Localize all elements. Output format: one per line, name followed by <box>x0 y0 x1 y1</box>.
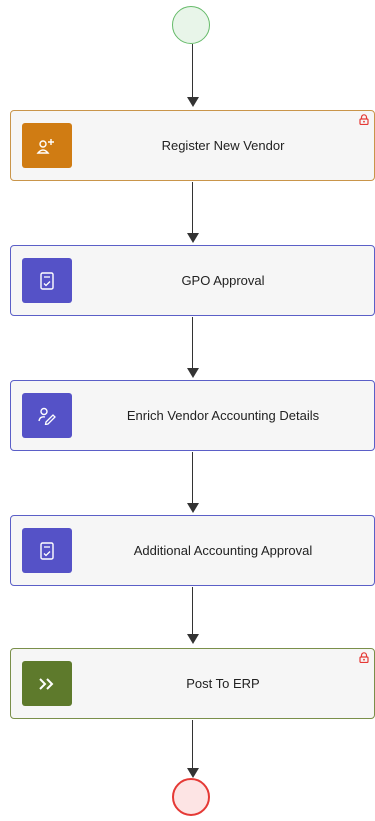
task-label: GPO Approval <box>181 273 265 288</box>
sequence-flow <box>192 452 193 503</box>
task-post-to-erp[interactable]: Post To ERP <box>10 648 375 719</box>
start-event[interactable] <box>172 6 210 44</box>
lock-icon <box>359 652 369 663</box>
task-label: Post To ERP <box>186 676 260 691</box>
task-register-new-vendor[interactable]: Register New Vendor <box>10 110 375 181</box>
sequence-flow <box>192 587 193 634</box>
arrowhead <box>187 768 199 778</box>
task-label: Additional Accounting Approval <box>133 543 313 558</box>
end-event[interactable] <box>172 778 210 816</box>
task-label: Enrich Vendor Accounting Details <box>126 408 320 423</box>
task-gpo-approval[interactable]: GPO Approval <box>10 245 375 316</box>
task-enrich-vendor-accounting-details[interactable]: Enrich Vendor Accounting Details <box>10 380 375 451</box>
task-label: Register New Vendor <box>161 138 285 153</box>
arrowhead <box>187 634 199 644</box>
user-edit-icon <box>38 407 56 425</box>
task-icon-tile <box>22 661 72 706</box>
sequence-flow <box>192 182 193 233</box>
task-icon-tile <box>22 393 72 438</box>
arrowhead <box>187 368 199 378</box>
arrowhead <box>187 97 199 107</box>
sequence-flow <box>192 317 193 368</box>
document-check-icon <box>40 271 54 290</box>
task-additional-accounting-approval[interactable]: Additional Accounting Approval <box>10 515 375 586</box>
add-user-icon <box>36 138 54 154</box>
task-icon-tile <box>22 258 72 303</box>
arrowhead <box>187 233 199 243</box>
sequence-flow <box>192 720 193 768</box>
document-check-icon <box>40 541 54 560</box>
arrowhead <box>187 503 199 513</box>
task-icon-tile <box>22 528 72 573</box>
lock-icon <box>359 114 369 125</box>
double-chevron-right-icon <box>39 677 54 690</box>
task-icon-tile <box>22 123 72 168</box>
sequence-flow <box>192 44 193 97</box>
